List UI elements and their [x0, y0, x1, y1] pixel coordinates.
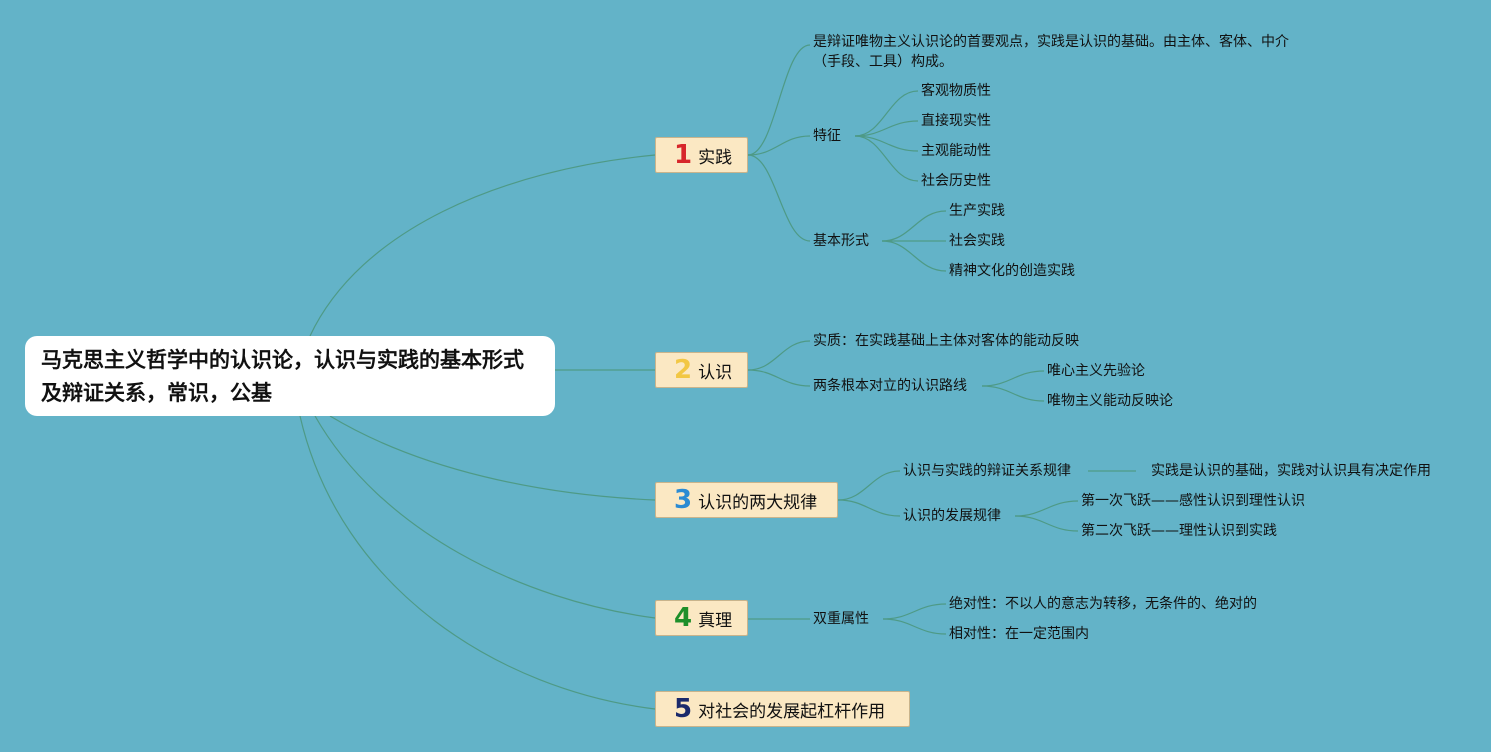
topic-label: 实践 [698, 147, 733, 168]
topic-number: 2 [674, 355, 693, 385]
attribute-item[interactable]: 相对性：在一定范围内 [949, 626, 1089, 642]
topic-label: 认识的两大规律 [698, 492, 818, 513]
topic-label: 对社会的发展起杠杆作用 [698, 701, 886, 722]
root-connector [299, 415, 656, 710]
attribute-connector [882, 618, 947, 635]
topic-label: 认识 [698, 362, 733, 383]
law-dialectical-detail[interactable]: 实践是认识的基础，实践对认识具有决定作用 [1151, 463, 1431, 479]
cognition-connector [747, 340, 811, 371]
cognition-routes-node[interactable]: 两条根本对立的认识路线 [813, 378, 967, 394]
laws-connector [837, 470, 901, 501]
feature-connector [854, 90, 919, 137]
form-item[interactable]: 精神文化的创造实践 [949, 263, 1075, 279]
root-title: 马克思主义哲学中的认识论，认识与实践的基本形式及辩证关系，常识，公基 [41, 348, 524, 405]
practice-connector [747, 135, 811, 156]
root-topic[interactable]: 马克思主义哲学中的认识论，认识与实践的基本形式及辩证关系，常识，公基 [25, 336, 555, 416]
practice-connector [747, 154, 811, 242]
attribute-connector [882, 603, 947, 620]
leap-connector [1014, 500, 1079, 517]
topic-3-two-laws[interactable]: 3 认识的两大规律 [655, 482, 838, 518]
practice-features-node[interactable]: 特征 [813, 128, 841, 144]
topic-1-practice[interactable]: 1 实践 [655, 137, 748, 173]
cognition-connector [747, 369, 811, 387]
feature-item[interactable]: 客观物质性 [921, 83, 991, 99]
topic-4-truth[interactable]: 4 真理 [655, 600, 748, 636]
route-item[interactable]: 唯物主义能动反映论 [1047, 393, 1173, 409]
form-connector [881, 210, 947, 242]
route-connector [981, 385, 1045, 402]
law-dialectical-node[interactable]: 认识与实践的辩证关系规律 [903, 463, 1071, 479]
root-connector [314, 415, 656, 619]
laws-connector [837, 499, 901, 517]
feature-connector [854, 135, 919, 152]
topic-number: 4 [674, 603, 693, 633]
topic-5-social-lever[interactable]: 5 对社会的发展起杠杆作用 [655, 691, 910, 727]
form-item[interactable]: 生产实践 [949, 203, 1005, 219]
practice-connector [747, 44, 811, 156]
practice-definition[interactable]: 是辩证唯物主义认识论的首要观点，实践是认识的基础。由主体、客体、中介（手段、工具… [813, 34, 1289, 70]
topic-number: 5 [674, 694, 693, 724]
leap-connector [1014, 515, 1079, 532]
topic-label: 真理 [698, 610, 733, 631]
law-development-node[interactable]: 认识的发展规律 [903, 508, 1001, 524]
topic-number: 3 [674, 485, 693, 515]
topic-number: 1 [674, 140, 693, 170]
leap-item[interactable]: 第一次飞跃——感性认识到理性认识 [1081, 493, 1305, 509]
practice-forms-node[interactable]: 基本形式 [813, 233, 869, 249]
topic-2-cognition[interactable]: 2 认识 [655, 352, 748, 388]
feature-item[interactable]: 主观能动性 [921, 143, 991, 159]
feature-item[interactable]: 社会历史性 [921, 173, 991, 189]
cognition-essence[interactable]: 实质：在实践基础上主体对客体的能动反映 [813, 333, 1079, 349]
feature-connector [854, 120, 919, 137]
route-connector [981, 370, 1045, 387]
feature-connector [854, 135, 919, 182]
form-item[interactable]: 社会实践 [949, 233, 1005, 249]
root-connector [309, 154, 656, 337]
root-connector [329, 415, 656, 501]
leap-item[interactable]: 第二次飞跃——理性认识到实践 [1081, 523, 1277, 539]
form-connector [881, 240, 947, 272]
truth-attributes-node[interactable]: 双重属性 [813, 611, 869, 627]
feature-item[interactable]: 直接现实性 [921, 113, 991, 129]
attribute-item[interactable]: 绝对性：不以人的意志为转移，无条件的、绝对的 [949, 596, 1257, 612]
route-item[interactable]: 唯心主义先验论 [1047, 363, 1145, 379]
